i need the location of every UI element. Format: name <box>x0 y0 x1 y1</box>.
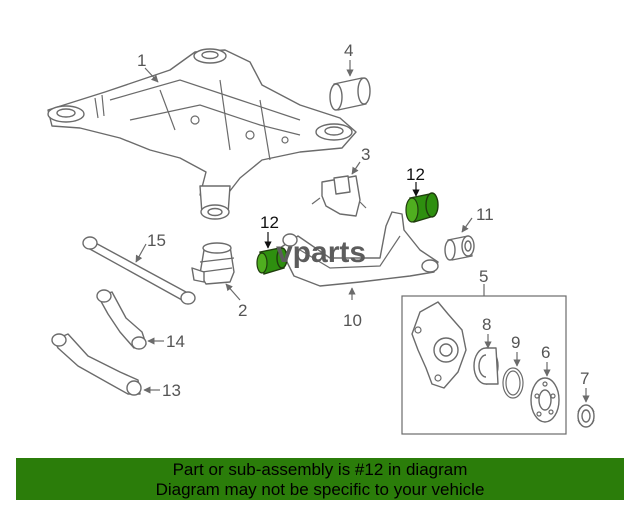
label-2: 2 <box>238 301 247 320</box>
label-13: 13 <box>162 381 181 400</box>
banner-line-2: Diagram may not be specific to your vehi… <box>155 480 485 499</box>
label-1: 1 <box>137 51 146 70</box>
nut-part-7 <box>577 404 595 428</box>
hub-assembly-box-part-5 <box>401 284 567 435</box>
label-11: 11 <box>476 205 494 224</box>
label-6: 6 <box>541 343 550 362</box>
label-15: 15 <box>147 231 166 250</box>
info-banner: Part or sub-assembly is #12 in diagram D… <box>16 458 624 500</box>
label-4: 4 <box>344 41 353 60</box>
label-7: 7 <box>580 369 589 388</box>
bushing-part-11 <box>444 235 475 261</box>
label-14: 14 <box>166 332 185 351</box>
bushing-part-12-right <box>405 192 439 223</box>
label-3: 3 <box>361 145 370 164</box>
watermark: vparts <box>276 236 366 269</box>
link-part-15 <box>82 236 196 305</box>
subframe-part-1 <box>47 48 357 220</box>
control-arm-part-10 <box>279 211 439 287</box>
mount-part-3 <box>311 175 367 217</box>
mount-part-2 <box>191 242 235 285</box>
label-10: 10 <box>343 311 362 330</box>
parts-diagram: 1 4 3 2 15 14 1 <box>47 41 595 435</box>
link-part-14 <box>96 289 147 350</box>
label-8: 8 <box>482 315 491 334</box>
banner-line-1: Part or sub-assembly is #12 in diagram <box>172 460 468 479</box>
label-12-right: 12 <box>406 165 425 184</box>
label-9: 9 <box>511 333 520 352</box>
label-5: 5 <box>479 267 488 286</box>
link-part-13 <box>51 333 142 396</box>
bushing-part-12-left <box>256 247 288 275</box>
label-12-left: 12 <box>260 213 279 232</box>
bushing-part-4 <box>329 77 371 111</box>
